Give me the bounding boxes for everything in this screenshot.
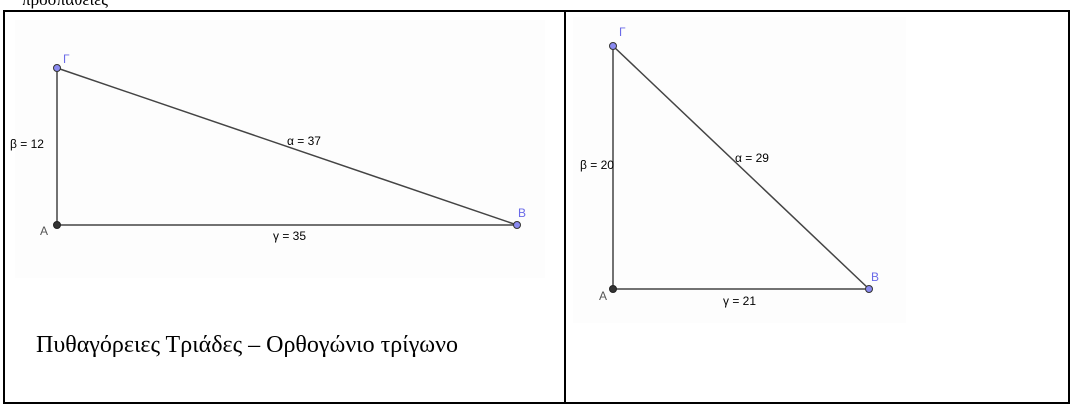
side-gamma-label: γ = 21 <box>723 294 756 308</box>
triangle-figure-2: Γ A B β = 20 α = 29 γ = 21 <box>573 17 906 323</box>
vertex-a-point <box>53 221 61 229</box>
vertex-c-point <box>609 42 617 50</box>
side-beta-label: β = 12 <box>10 137 44 151</box>
vertex-b-label: B <box>871 270 879 284</box>
vertex-b-label: B <box>518 206 526 220</box>
vertex-c-label: Γ <box>63 52 70 66</box>
side-gamma-label: γ = 35 <box>273 229 306 243</box>
caption: Πυθαγόρειες Τριάδες – Ορθογώνιο τρίγωνο <box>36 332 458 358</box>
vertex-c-point <box>53 64 61 72</box>
vertex-b-point <box>513 221 521 229</box>
side-alpha-label: α = 37 <box>287 134 321 148</box>
cell-divider <box>564 10 566 404</box>
triangle-1-canvas: Γ A B β = 12 α = 37 γ = 35 <box>10 52 526 243</box>
vertex-a-label: A <box>40 224 48 238</box>
vertex-a-label: A <box>599 289 607 303</box>
vertex-c-label: Γ <box>619 25 626 39</box>
triangle-figure-1: Γ A B β = 12 α = 37 γ = 35 <box>10 20 545 278</box>
triangle-2-canvas: Γ A B β = 20 α = 29 γ = 21 <box>580 25 879 308</box>
header-fragment: προσπάθειες <box>22 0 108 8</box>
side-alpha-label: α = 29 <box>735 151 769 165</box>
side-beta-label: β = 20 <box>580 158 614 172</box>
side-alpha-line <box>56 67 518 226</box>
side-alpha-line <box>612 45 870 290</box>
vertex-b-point <box>865 285 873 293</box>
table-frame <box>3 10 1070 404</box>
vertex-a-point <box>609 285 617 293</box>
